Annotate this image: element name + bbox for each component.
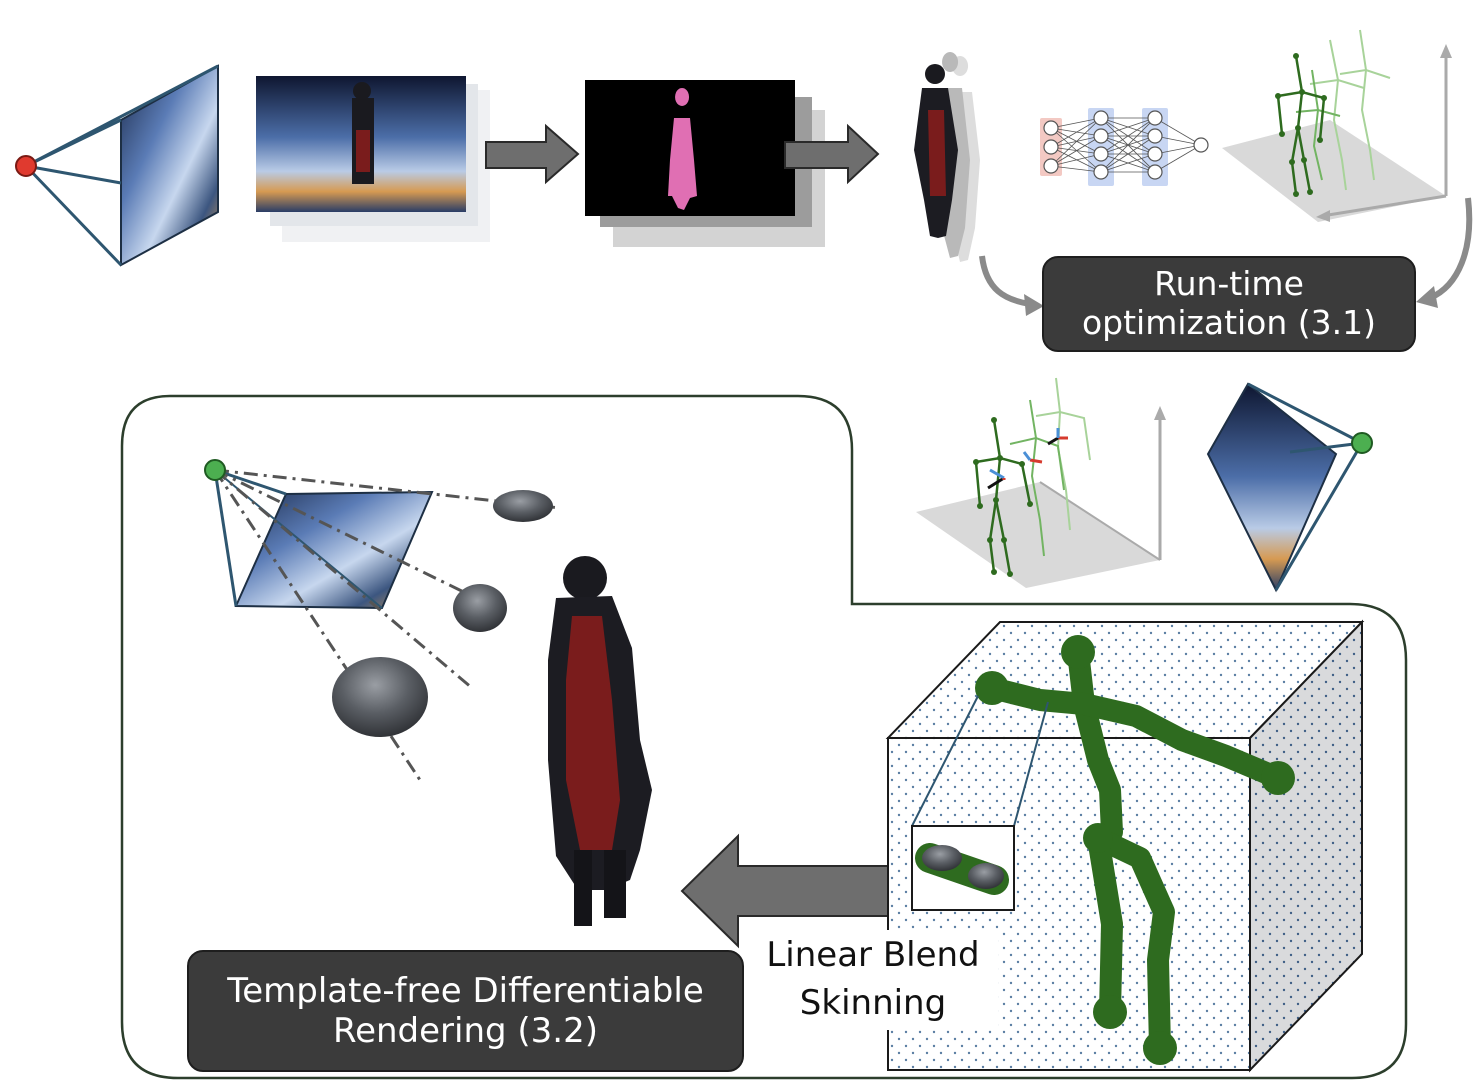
runtime-optimization-line2: optimization (3.1): [1081, 303, 1377, 342]
arrow-frames-to-masks: [485, 123, 580, 185]
input-camera-icon: [15, 64, 219, 267]
runtime-optimization-box: Run-time optimization (3.1): [1042, 256, 1416, 352]
gaussian-splat-icon: [332, 490, 553, 737]
render-camera-icon: [204, 459, 561, 781]
arrow-skinning-to-render: [680, 833, 893, 949]
deformation-skeleton-icon: [916, 377, 1166, 588]
skeleton-sequence-icon: [1222, 29, 1452, 222]
mask-frames-icon: [585, 80, 825, 247]
person-cutout-icon: [914, 52, 980, 262]
template-free-rendering-line1: Template-free Differentiable: [227, 970, 704, 1011]
video-frames-icon: [256, 76, 490, 242]
linear-blend-skinning-line1: Linear Blend: [766, 935, 980, 976]
novel-view-camera-icon: [1206, 382, 1373, 593]
linear-blend-skinning-label: Linear Blend Skinning: [748, 930, 998, 1030]
linear-blend-skinning-line2: Skinning: [799, 983, 947, 1023]
rendering-frame: [120, 394, 1408, 1080]
arrow-person-to-optimization: [979, 255, 1044, 316]
mlp-network-icon: [1040, 108, 1209, 186]
template-free-rendering-box: Template-free Differentiable Rendering (…: [187, 950, 744, 1072]
rendered-person-icon: [548, 556, 652, 926]
arrow-skeleton-to-optimization: [1416, 197, 1473, 308]
template-free-rendering-line2: Rendering (3.2): [332, 1011, 599, 1051]
runtime-optimization-line1: Run-time: [1154, 264, 1304, 304]
arrow-masks-to-person: [784, 123, 880, 185]
